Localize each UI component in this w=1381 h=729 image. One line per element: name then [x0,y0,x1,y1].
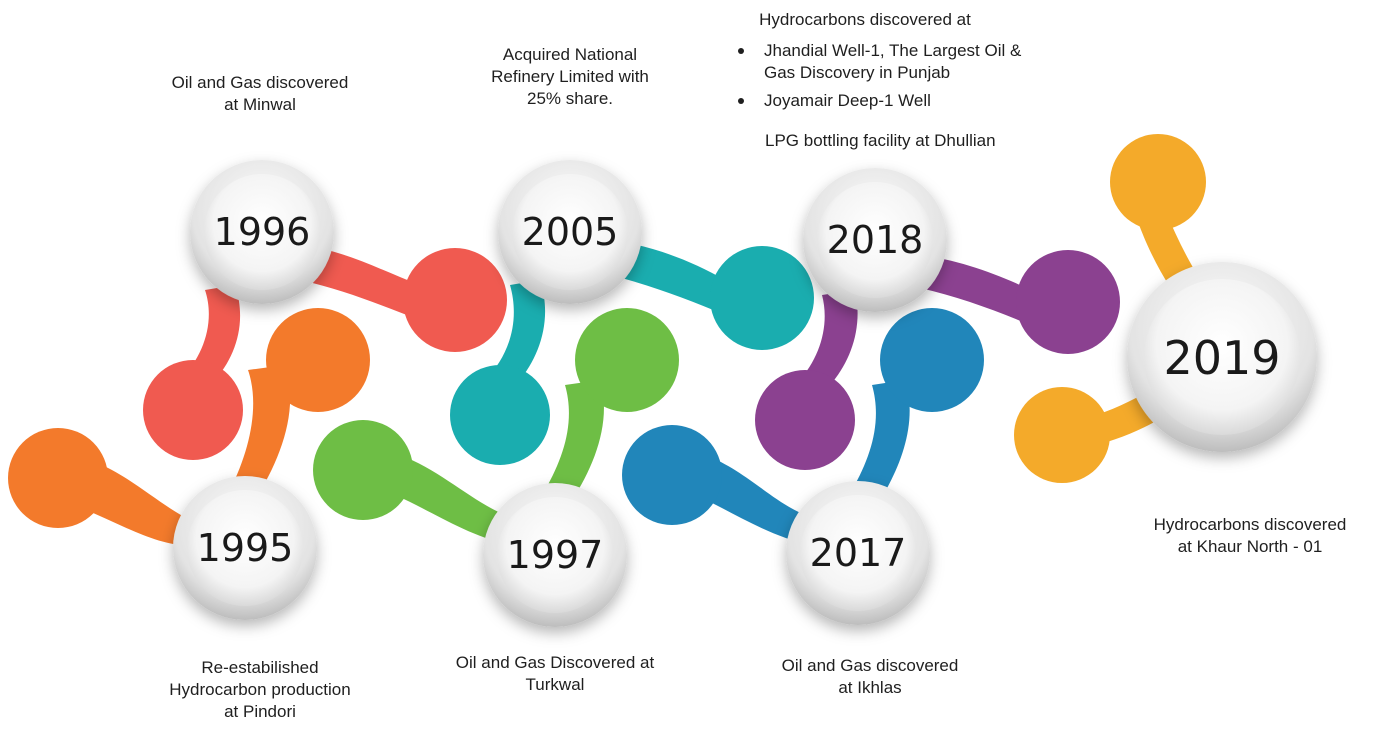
branch-2005-lobe-down [450,365,550,465]
branch-1997-stem-left [395,455,510,545]
caption-2018-bullet-1: Jhandial Well-1, The Largest Oil & Gas D… [764,41,1022,82]
branch-2018 [755,250,1120,470]
medallion-2017: 2017 [786,481,930,625]
branch-2019-lobe-left [1014,387,1110,483]
year-1997: 1997 [507,533,604,577]
caption-2019: Hydrocarbons discovered at Khaur North -… [1153,515,1347,556]
bullet-dot-icon [738,48,744,54]
caption-1995: Re-estabilished Hydrocarbon production a… [169,658,351,721]
branch-2018-stem-right [920,255,1035,327]
year-2019: 2019 [1163,331,1280,385]
year-2018: 2018 [827,218,924,262]
branch-1996-lobe-down [143,360,243,460]
year-1995: 1995 [197,526,294,570]
medallion-1996: 1996 [190,160,334,304]
branch-1995-lobe-up [266,308,370,412]
branch-1995-lobe-left [8,428,108,528]
branch-1997-stem-up [545,380,604,500]
medallions: 1996 1995 2005 1997 2018 2017 [173,160,1317,627]
branch-1997-lobe-left [313,420,413,520]
medallion-2005: 2005 [498,160,642,304]
branch-2017-stem-up [852,380,910,500]
branch-1997 [313,308,679,545]
branch-1996 [143,245,507,460]
medallion-2018: 2018 [803,168,947,312]
branch-1996-stem-right [300,245,420,320]
year-2005: 2005 [522,210,619,254]
caption-2018-heading: Hydrocarbons discovered at [759,10,971,29]
branch-1995-stem-up [230,365,291,500]
branch-2017 [622,308,984,545]
year-2017: 2017 [810,531,907,575]
caption-2017: Oil and Gas discovered at Ikhlas [781,656,959,697]
caption-1996: Oil and Gas discovered at Minwal [171,73,349,114]
branch-2005-lobe-right [710,246,814,350]
branch-2019-lobe-top [1110,134,1206,230]
caption-2018-bullet-item: Joyamair Deep-1 Well [730,90,1090,112]
branch-1995 [8,308,370,546]
branch-2017-lobe-up [880,308,984,412]
branches [8,134,1215,546]
medallion-1997: 1997 [483,483,627,627]
caption-2018-bullets: Jhandial Well-1, The Largest Oil & Gas D… [730,40,1090,118]
branch-1996-lobe-right [403,248,507,352]
branch-1997-lobe-up [575,308,679,412]
caption-1997: Oil and Gas Discovered at Turkwal [455,653,655,694]
branch-2018-lobe-down [755,370,855,470]
branch-2018-lobe-right [1016,250,1120,354]
branch-2017-lobe-left [622,425,722,525]
branch-2005 [450,240,814,465]
branch-2005-stem-right [610,240,725,315]
caption-2018-extra: LPG bottling facility at Dhullian [765,131,996,150]
caption-2005: Acquired National Refinery Limited with … [491,45,649,108]
branch-2017-stem-left [695,455,810,545]
caption-2018-bullet-2: Joyamair Deep-1 Well [764,91,931,110]
bullet-dot-icon [738,98,744,104]
year-1996: 1996 [214,210,311,254]
medallion-2019: 2019 [1127,262,1317,452]
caption-2018-bullet-item: Jhandial Well-1, The Largest Oil & Gas D… [730,40,1090,84]
medallion-1995: 1995 [173,476,317,620]
